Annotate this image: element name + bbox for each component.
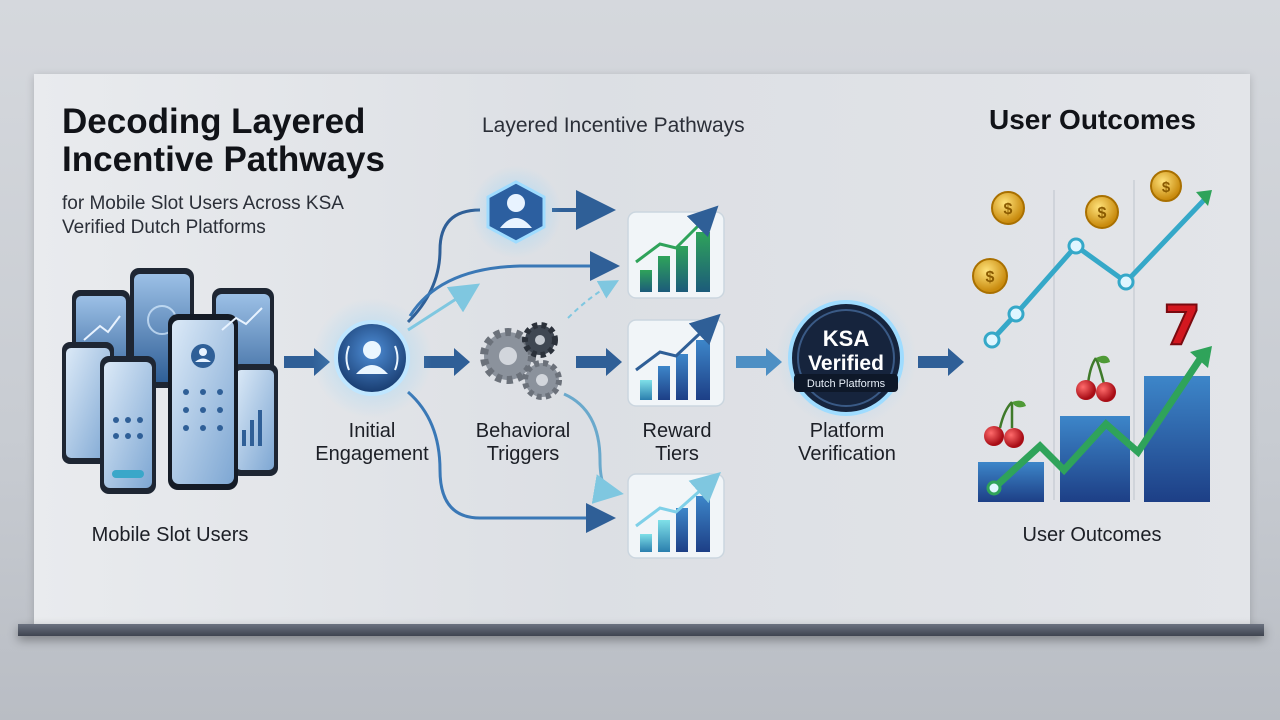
- coin-icon: $: [972, 258, 1008, 294]
- pathways-label: Layered Incentive Pathways: [482, 114, 745, 137]
- badge-line1: KSA: [823, 326, 870, 351]
- gears-icon: [480, 322, 562, 400]
- stage-verification: Platform Verification: [798, 420, 896, 465]
- user-icon: [470, 166, 562, 258]
- page-title: Decoding Layered Incentive Pathways: [62, 102, 385, 179]
- bar-chart-icon: [627, 205, 725, 299]
- stage-engagement: Initial Engagement: [315, 420, 429, 465]
- outcomes-title: User Outcomes: [989, 104, 1196, 135]
- stage-triggers: Behavioral Triggers: [475, 420, 571, 465]
- user-icon: [312, 298, 432, 418]
- svg-text:7: 7: [1163, 294, 1201, 357]
- badge-line3: Dutch Platforms: [807, 378, 886, 390]
- coin-icon: $: [1150, 170, 1182, 202]
- page-subtitle: for Mobile Slot Users Across KSA Verifie…: [62, 193, 343, 238]
- seven-icon: 7: [1162, 293, 1202, 358]
- bar-chart-icon: [627, 313, 725, 407]
- coin-icon: $: [1085, 195, 1119, 229]
- badge-line2: Verified: [808, 352, 884, 375]
- outcomes-chart: [978, 180, 1212, 502]
- arrow-icon: [576, 348, 622, 376]
- stage-tiers: Reward Tiers: [642, 420, 712, 465]
- arrow-icon: [424, 348, 470, 376]
- svg-text:$: $: [1162, 179, 1171, 196]
- cherry-icon: [984, 400, 1026, 448]
- stage-outcomes: User Outcomes: [1022, 524, 1162, 546]
- board-ledge: [18, 624, 1264, 636]
- svg-text:$: $: [1004, 201, 1013, 218]
- smartphone-icon: [62, 268, 278, 494]
- verification-badge: KSA Verified Dutch Platforms: [776, 288, 916, 428]
- coin-icon: $: [991, 191, 1025, 225]
- arrow-icon: [736, 348, 782, 376]
- arrow-icon: [918, 348, 964, 376]
- stage-users: Mobile Slot Users: [91, 524, 249, 546]
- svg-text:$: $: [1098, 205, 1107, 222]
- bar-chart-icon: [627, 472, 725, 559]
- cherry-icon: [1076, 355, 1116, 402]
- svg-text:$: $: [986, 269, 995, 286]
